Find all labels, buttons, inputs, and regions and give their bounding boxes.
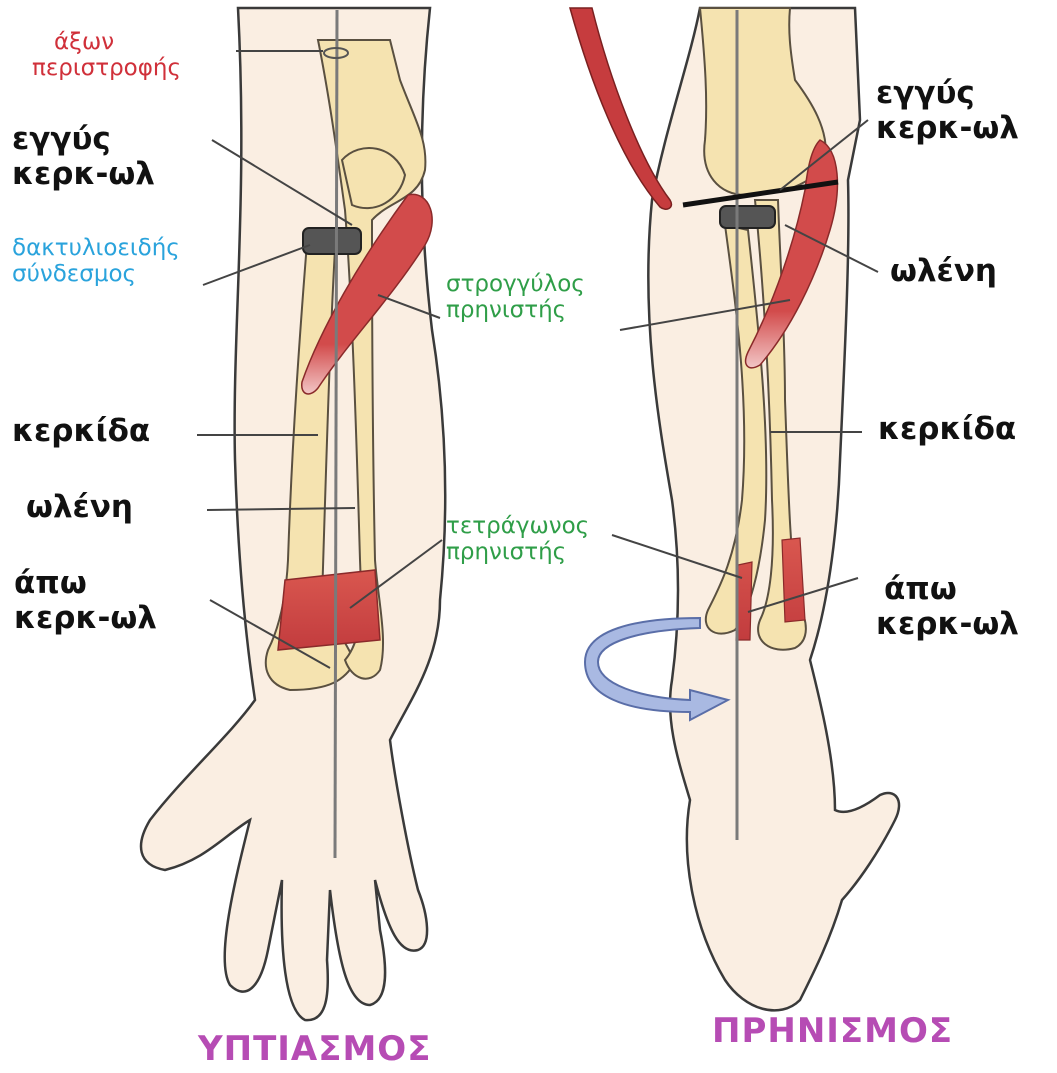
right-proximal-line2: κερκ-ωλ bbox=[876, 111, 1019, 146]
axis-label-line1: άξων bbox=[32, 30, 181, 56]
right-distal-line1: άπω bbox=[876, 572, 1019, 607]
left-proximal-label: εγγύς κερκ-ωλ bbox=[12, 122, 155, 191]
right-radius-label: κερκίδα bbox=[878, 412, 1016, 447]
left-radius-label: κερκίδα bbox=[12, 414, 150, 449]
ligament-line1: δακτυλιοειδής bbox=[12, 236, 180, 262]
right-ulna-label: ωλένη bbox=[890, 254, 997, 289]
right-proximal-line1: εγγύς bbox=[876, 76, 1019, 111]
right-annular-ligament bbox=[720, 206, 775, 228]
pronator-teres-label: στρογγύλος πρηνιστής bbox=[446, 272, 585, 324]
pronator-quadratus-line1: τετράγωνος bbox=[446, 514, 589, 540]
left-ulna-label: ωλένη bbox=[26, 490, 133, 525]
left-annular-ligament bbox=[303, 228, 361, 254]
pronator-quadratus-line2: πρηνιστής bbox=[446, 540, 589, 566]
left-distal-line2: κερκ-ωλ bbox=[14, 601, 157, 636]
ligament-line2: σύνδεσμος bbox=[12, 262, 180, 288]
pronator-teres-line2: πρηνιστής bbox=[446, 298, 585, 324]
left-distal-label: άπω κερκ-ωλ bbox=[14, 566, 157, 635]
right-forearm bbox=[570, 8, 899, 1010]
axis-label: άξων περιστροφής bbox=[32, 30, 181, 82]
left-pronator-quadratus bbox=[278, 570, 380, 650]
right-distal-label: άπω κερκ-ωλ bbox=[876, 572, 1019, 641]
right-proximal-label: εγγύς κερκ-ωλ bbox=[876, 76, 1019, 145]
axis-label-line2: περιστροφής bbox=[32, 56, 181, 82]
supination-caption: ΥΠΤΙΑΣΜΟΣ bbox=[198, 1030, 431, 1068]
right-distal-line2: κερκ-ωλ bbox=[876, 607, 1019, 642]
right-elbow-strap bbox=[570, 8, 671, 209]
left-proximal-line2: κερκ-ωλ bbox=[12, 157, 155, 192]
left-distal-line1: άπω bbox=[14, 566, 157, 601]
pronator-teres-line1: στρογγύλος bbox=[446, 272, 585, 298]
left-rotation-axis bbox=[335, 10, 337, 858]
pronation-caption: ΠΡΗΝΙΣΜΟΣ bbox=[712, 1012, 953, 1050]
pronator-quadratus-label: τετράγωνος πρηνιστής bbox=[446, 514, 589, 566]
ligament-label: δακτυλιοειδής σύνδεσμος bbox=[12, 236, 180, 288]
left-proximal-line1: εγγύς bbox=[12, 122, 155, 157]
left-forearm bbox=[141, 8, 445, 1020]
